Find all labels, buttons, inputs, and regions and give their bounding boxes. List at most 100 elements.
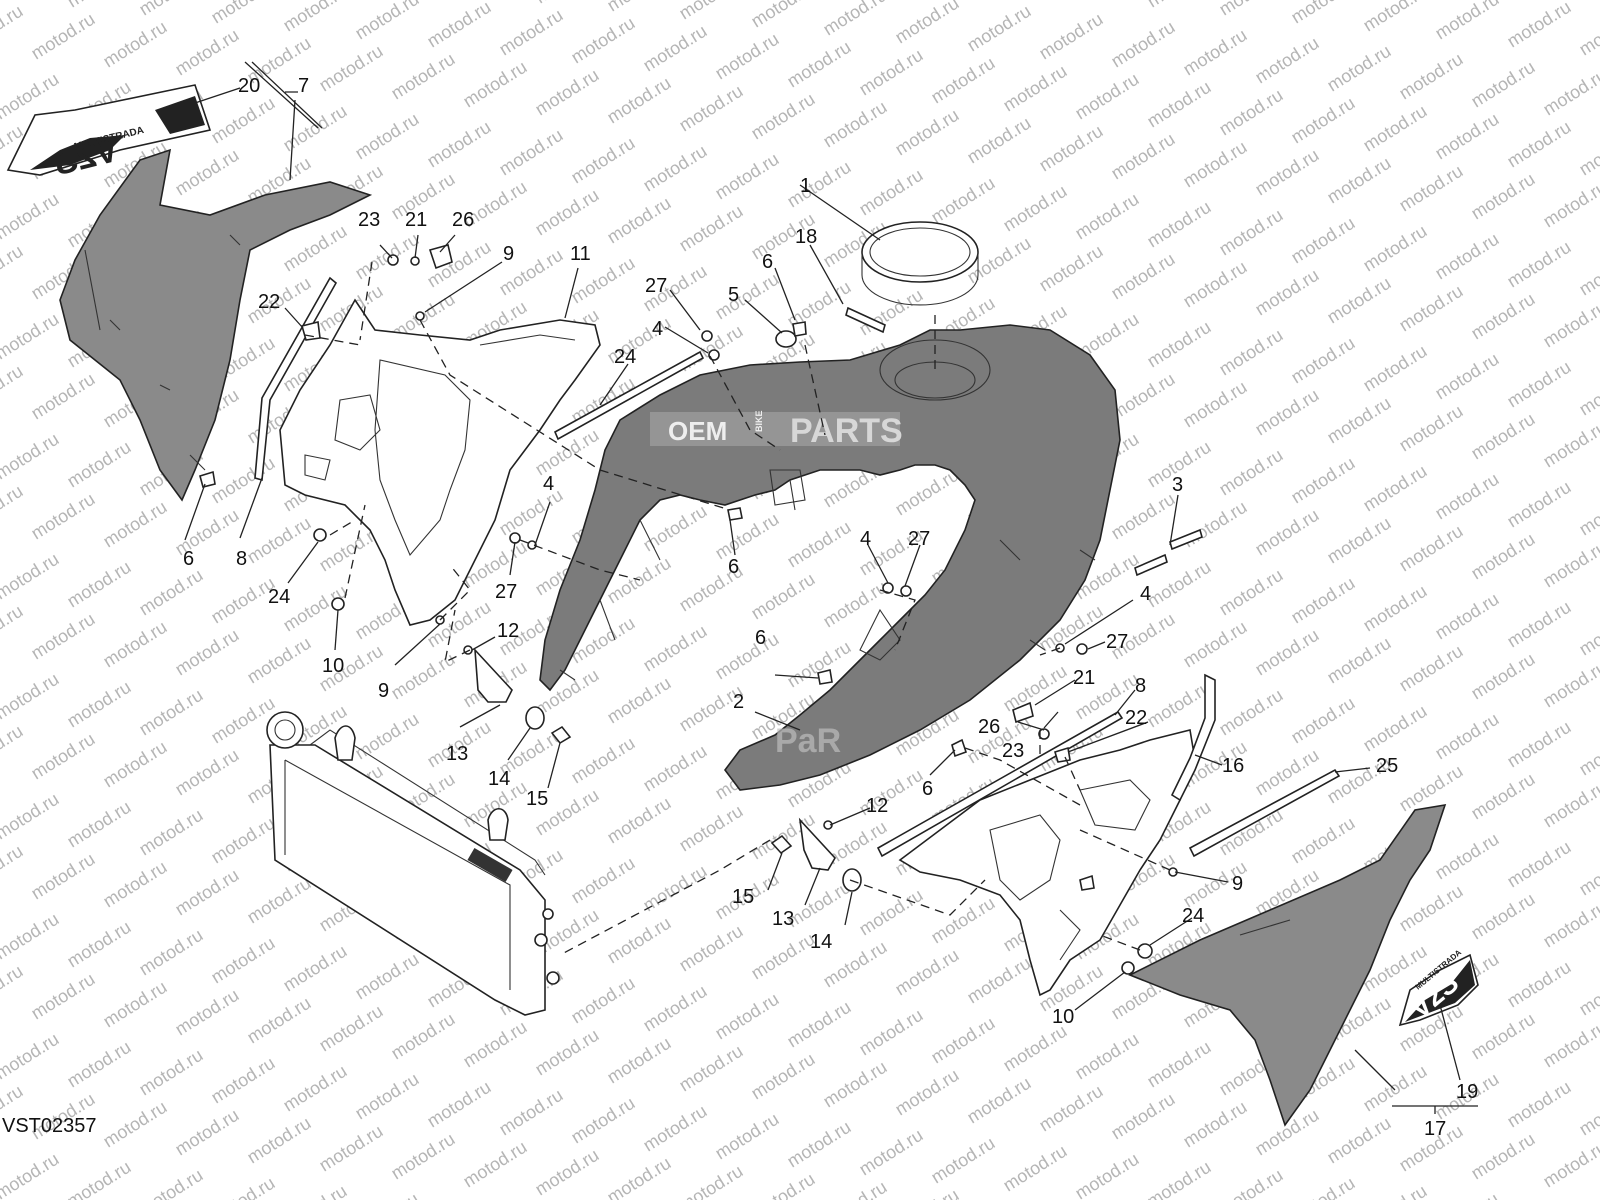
callout-9-right: 9 (1232, 873, 1243, 895)
left-fairing-decal: MULTISTRADA V2S (6, 84, 212, 183)
callout-12-left: 12 (497, 620, 519, 642)
right-seal-strip (876, 710, 1124, 858)
watermark-text: motod.ru (1360, 461, 1431, 516)
callout-26-right: 26 (978, 716, 1000, 738)
watermark-text: motod.ru (1180, 257, 1251, 312)
watermark-text: motod.ru (676, 81, 747, 136)
watermark-text: motod.ru (1360, 701, 1431, 756)
watermark-text: motod.ru (964, 113, 1035, 168)
watermark-text: motod.ru (64, 1037, 135, 1092)
callout-17: 17 (1424, 1118, 1446, 1140)
watermark-text: motod.ru (1252, 265, 1323, 320)
watermark-text: motod.ru (28, 369, 99, 424)
left-inner-panel (279, 298, 601, 626)
watermark-text: motod.ru (568, 733, 639, 788)
watermark-text: motod.ru (28, 9, 99, 64)
callout-25-right: 25 (1376, 755, 1398, 777)
watermark-text: motod.ru (856, 1005, 927, 1060)
watermark-text: motod.ru (748, 1049, 819, 1104)
watermark-text: motod.ru (460, 1017, 531, 1072)
watermark-text: motod.ru (64, 917, 135, 972)
watermark-text: motod.ru (1396, 161, 1467, 216)
callout-4-center: 4 (860, 528, 871, 550)
watermark-text: motod.ru (784, 157, 855, 212)
watermark-text: motod.ru (712, 509, 783, 564)
watermark-text: motod.ru (1360, 221, 1431, 276)
watermark-text: motod.ru (1540, 297, 1600, 352)
watermark-text: motod.ru (928, 1133, 999, 1188)
watermark-text: motod.ru (1216, 205, 1287, 260)
watermark-text: motod.ru (1108, 1089, 1179, 1144)
watermark-text: motod.ru (0, 309, 62, 364)
watermark-text: motod.ru (64, 677, 135, 732)
watermark-text: motod.ru (1288, 93, 1359, 148)
watermark-text: motod.ru (460, 1137, 531, 1192)
watermark-text: motod.ru (1576, 365, 1600, 420)
callout-21-left: 21 (405, 209, 427, 231)
watermark-text: motod.ru (1432, 1189, 1503, 1200)
watermark-text: motod.ru (388, 1129, 459, 1184)
watermark-text: motod.ru (604, 193, 675, 248)
watermark-text: motod.ru (1072, 1029, 1143, 1084)
watermark-text: motod.ru (1360, 341, 1431, 396)
watermark-text: motod.ru (1540, 897, 1600, 952)
watermark-text: motod.ru (1216, 0, 1287, 19)
watermark-text: motod.ru (1036, 241, 1107, 296)
watermark-text: motod.ru (532, 1025, 603, 1080)
watermark-text: motod.ru (712, 149, 783, 204)
watermark-text: motod.ru (1360, 1061, 1431, 1116)
watermark-text: motod.ru (604, 793, 675, 848)
watermark-text: motod.ru (1324, 1113, 1395, 1168)
watermark-text: motod.ru (1000, 661, 1071, 716)
watermark-text: motod.ru (928, 53, 999, 108)
watermark-text: motod.ru (1216, 445, 1287, 500)
right-front-fairing (1128, 803, 1447, 1127)
watermark-text: motod.ru (64, 0, 135, 11)
watermark-text: motod.ru (1540, 65, 1600, 120)
watermark-text: motod.ru (1180, 497, 1251, 552)
watermark-text: motod.ru (172, 1105, 243, 1160)
watermark-text: motod.ru (1396, 401, 1467, 456)
right-inner-panel (898, 729, 1196, 997)
watermark-text: motod.ru (460, 57, 531, 112)
watermark-text: motod.ru (244, 1113, 315, 1168)
left-seal-strip (254, 276, 338, 482)
radiator (266, 711, 560, 1016)
watermark-text: motod.ru (352, 949, 423, 1004)
watermark-text: motod.ru (1468, 769, 1539, 824)
watermark-text: motod.ru (928, 173, 999, 228)
watermark-text: motod.ru (1540, 777, 1600, 832)
callout-8-left: 8 (236, 548, 247, 570)
watermark-text: motod.ru (28, 489, 99, 544)
watermark-text: motod.ru (0, 841, 26, 896)
watermark-text: motod.ru (604, 913, 675, 968)
watermark-text: motod.ru (1576, 845, 1600, 900)
watermark-text: motod.ru (532, 0, 603, 7)
watermark-text: motod.ru (784, 517, 855, 572)
watermark-text: motod.ru (1360, 1181, 1431, 1200)
callout-14-left: 14 (488, 768, 510, 790)
watermark-text: motod.ru (1432, 0, 1503, 43)
watermark-text: motod.ru (856, 165, 927, 220)
watermark-text: motod.ru (748, 1169, 819, 1200)
watermark-text: motod.ru (280, 1061, 351, 1116)
watermark-text: motod.ru (1288, 453, 1359, 508)
watermark-text: motod.ru (0, 721, 26, 776)
watermark-text: motod.ru (1504, 957, 1575, 1012)
watermark-text: motod.ru (1576, 125, 1600, 180)
bracket-7 (251, 61, 323, 129)
callout-9-top: 9 (503, 243, 514, 265)
strip-18 (845, 306, 886, 334)
watermark-text: motod.ru (1216, 685, 1287, 740)
watermark-text: motod.ru (1360, 101, 1431, 156)
watermark-text: motod.ru (820, 97, 891, 152)
callout-6-left: 6 (183, 548, 194, 570)
callout-23-left: 23 (358, 209, 380, 231)
watermark-text: motod.ru (1324, 41, 1395, 96)
watermark-text: motod.ru (0, 361, 26, 416)
watermark-text: motod.ru (388, 649, 459, 704)
callout-6-top: 6 (762, 251, 773, 273)
watermark-text: motod.ru (1144, 77, 1215, 132)
watermark-text: motod.ru (1036, 1081, 1107, 1136)
watermark-text: motod.ru (532, 1145, 603, 1200)
